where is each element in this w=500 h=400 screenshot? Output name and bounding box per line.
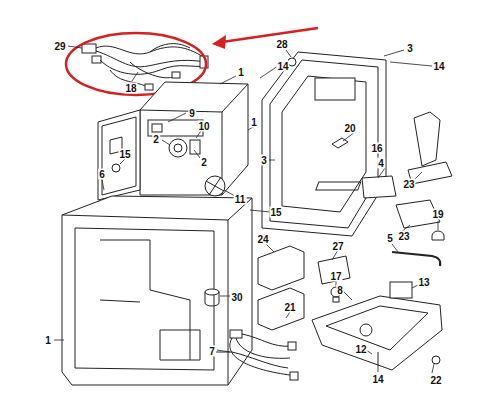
callout-number: 1 bbox=[237, 67, 245, 78]
liner bbox=[62, 196, 252, 385]
callout-number: 3 bbox=[406, 43, 414, 54]
callout-number: 14 bbox=[276, 61, 289, 72]
callout-number: 27 bbox=[331, 241, 344, 252]
brackets bbox=[258, 246, 304, 330]
knob bbox=[432, 231, 444, 240]
callout-number: 28 bbox=[275, 39, 288, 50]
callout-number: 16 bbox=[370, 143, 383, 154]
callout-number: 1 bbox=[44, 335, 52, 346]
bracket bbox=[362, 176, 396, 198]
callout-number: 23 bbox=[402, 179, 415, 190]
callout-number: 17 bbox=[329, 271, 342, 282]
callout-number: 14 bbox=[371, 374, 384, 385]
callout-number: 2 bbox=[200, 157, 208, 168]
callout-number: 9 bbox=[188, 108, 196, 119]
callout-number: 13 bbox=[417, 277, 430, 288]
lamp-housing bbox=[312, 282, 442, 370]
callout-number: 8 bbox=[336, 285, 344, 296]
callout-number: 12 bbox=[354, 344, 367, 355]
callout-number: 5 bbox=[386, 233, 394, 244]
shield bbox=[318, 256, 350, 284]
plug bbox=[205, 289, 219, 306]
light-switch bbox=[408, 112, 452, 184]
callout-number: 19 bbox=[431, 209, 444, 220]
callout-number: 11 bbox=[234, 194, 247, 205]
callout-number: 23 bbox=[397, 231, 410, 242]
callout-number: 14 bbox=[432, 61, 445, 72]
rear-panel bbox=[262, 52, 386, 236]
callout-number: 21 bbox=[283, 302, 296, 313]
control-housing bbox=[98, 82, 248, 200]
callout-number: 29 bbox=[53, 41, 66, 52]
callout-number: 7 bbox=[208, 346, 216, 357]
callout-number: 15 bbox=[269, 207, 282, 218]
callout-number: 3 bbox=[260, 155, 268, 166]
callout-number: 18 bbox=[124, 83, 137, 94]
wire bbox=[392, 252, 440, 266]
highlight-arrow bbox=[212, 28, 318, 49]
callout-number: 22 bbox=[429, 375, 442, 386]
callout-number: 15 bbox=[118, 149, 131, 160]
callout-number: 2 bbox=[152, 134, 160, 145]
callout-number: 6 bbox=[98, 169, 106, 180]
leader-lines bbox=[54, 46, 438, 373]
callout-number: 24 bbox=[256, 234, 269, 245]
callout-number: 4 bbox=[377, 158, 385, 169]
wire-harness bbox=[210, 330, 298, 380]
callout-number: 10 bbox=[197, 121, 210, 132]
callout-number: 30 bbox=[230, 292, 243, 303]
callout-number: 20 bbox=[343, 123, 356, 134]
callout-number: 1 bbox=[250, 117, 258, 128]
